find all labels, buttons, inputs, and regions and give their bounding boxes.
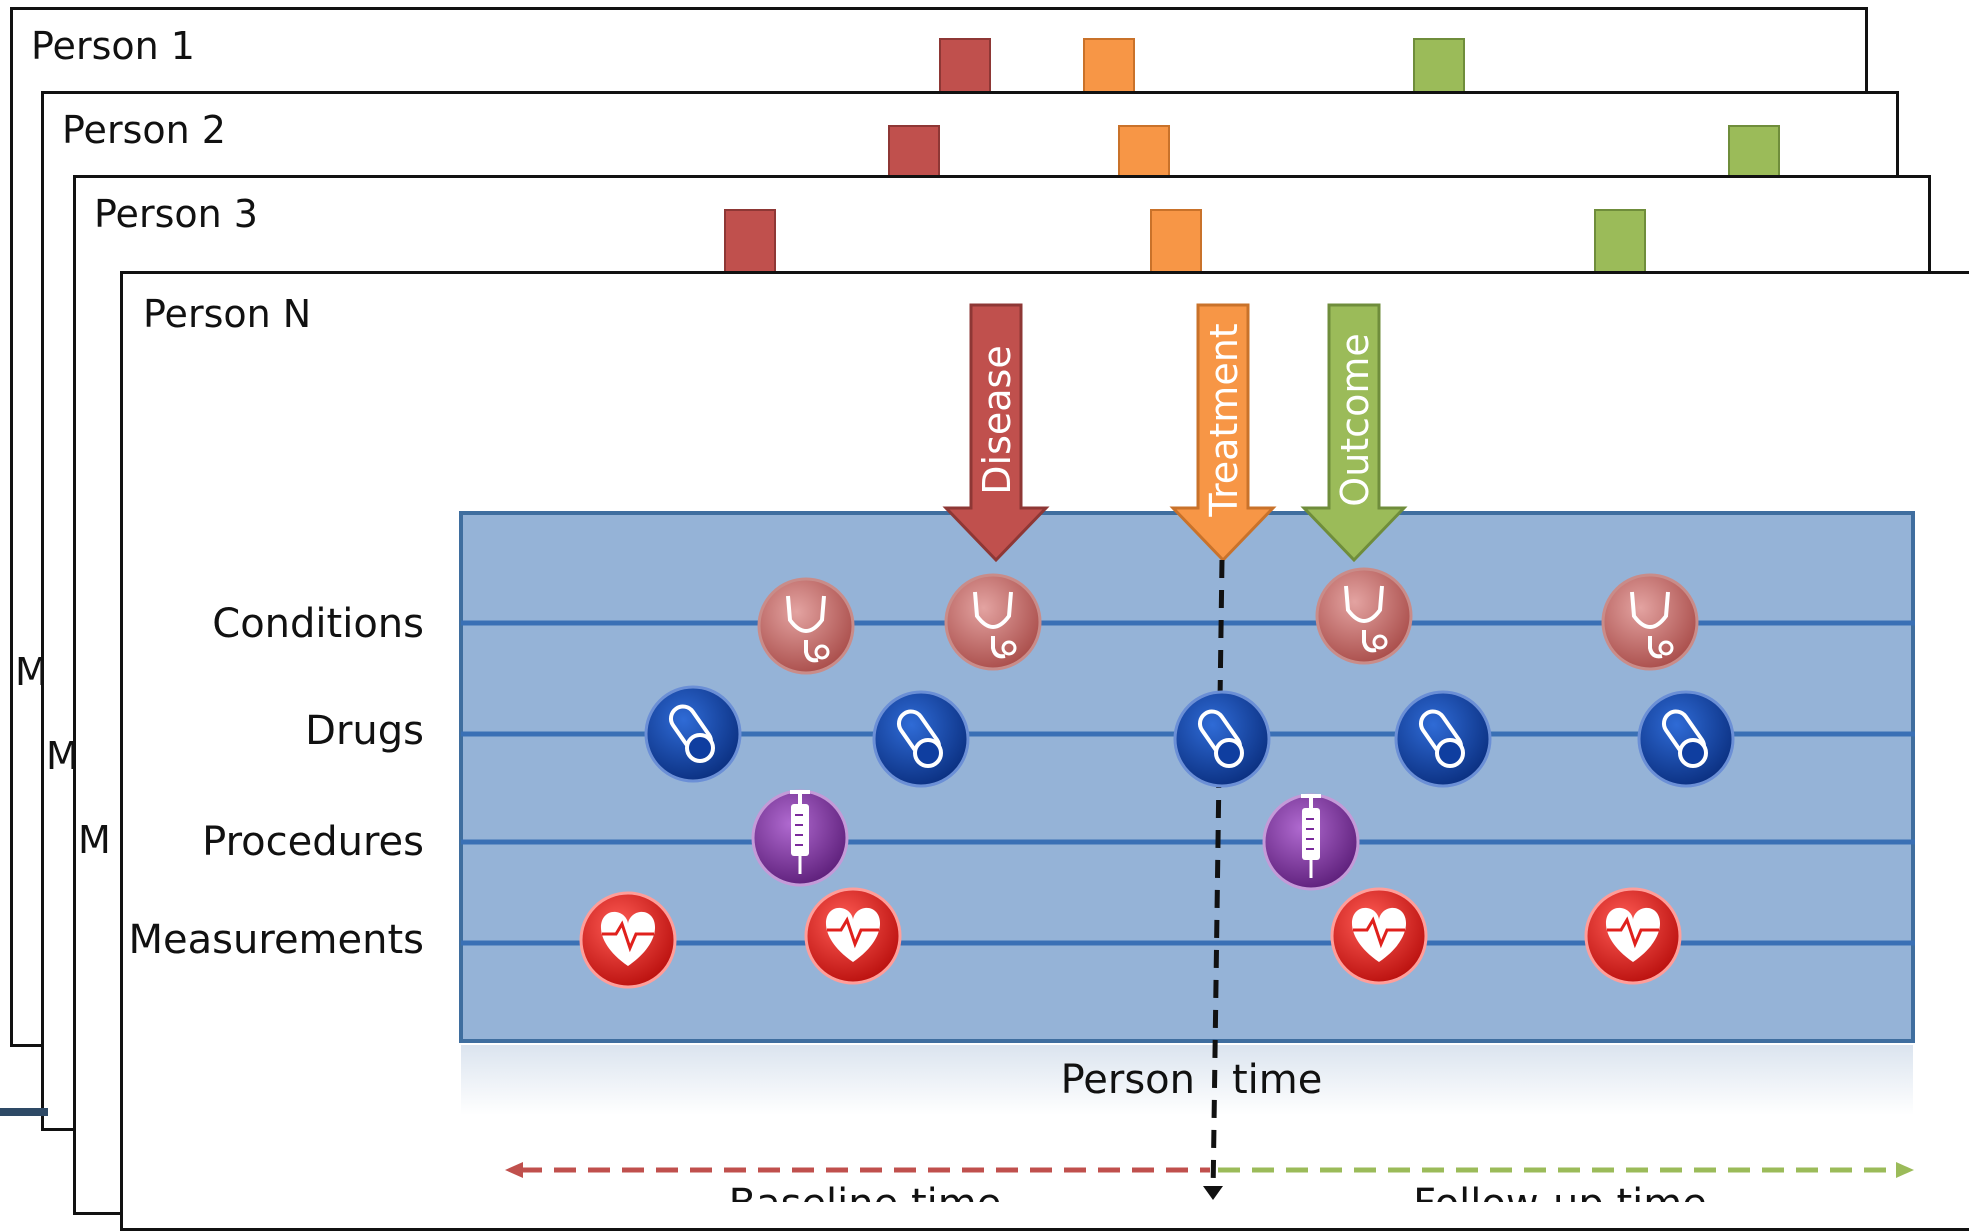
axis-label-right: time	[1232, 1057, 1322, 1103]
row-label-fragment: M	[78, 818, 111, 862]
pill-icon	[1173, 690, 1271, 788]
pill-icon	[1394, 690, 1492, 788]
pill-icon	[872, 690, 970, 788]
timeline-reflection	[461, 1045, 1913, 1115]
syringe-icon	[1262, 793, 1360, 891]
person-card-title: Person N	[143, 292, 312, 336]
followup-time-label: Follow-up time	[1413, 1181, 1707, 1202]
index-date-arrowhead	[1203, 1186, 1223, 1200]
row-label-measurements: Measurements	[129, 917, 424, 963]
stethoscope-icon	[944, 573, 1042, 671]
pill-icon	[644, 685, 742, 783]
row-label-procedures: Procedures	[202, 819, 424, 865]
heart-icon	[1584, 887, 1682, 985]
outcome-arrow: Outcome	[1300, 303, 1408, 563]
index-date-line	[1210, 559, 1225, 1196]
disease-label: Disease	[975, 345, 1019, 494]
outcome-label: Outcome	[1333, 333, 1377, 506]
syringe-icon	[751, 789, 849, 887]
followup-arrowhead	[1896, 1162, 1914, 1178]
treatment-stub	[1150, 209, 1202, 278]
person-card-title: Person 1	[31, 24, 195, 68]
stethoscope-icon	[1601, 573, 1699, 671]
baseline-arrowhead	[505, 1162, 523, 1178]
stethoscope-icon	[757, 577, 855, 675]
axis-label-left: Person	[1061, 1057, 1195, 1103]
heart-icon	[579, 891, 677, 989]
row-label-conditions: Conditions	[212, 601, 424, 647]
pill-icon	[1637, 690, 1735, 788]
person-card-title: Person 2	[62, 108, 226, 152]
heart-icon	[804, 887, 902, 985]
disease-stub	[724, 209, 776, 278]
treatment-label: Treatment	[1202, 323, 1246, 517]
timeline-diagram: Conditions Drugs Procedures Measurements…	[0, 303, 1915, 1202]
row-label-drugs: Drugs	[305, 708, 424, 754]
outcome-stub	[1594, 209, 1646, 278]
heart-icon	[1330, 887, 1428, 985]
baseline-time-label: Baseline time	[729, 1181, 1002, 1202]
treatment-arrow: Treatment	[1169, 303, 1277, 563]
stethoscope-icon	[1315, 567, 1413, 665]
person-card-title: Person 3	[94, 192, 258, 236]
disease-arrow: Disease	[942, 303, 1050, 563]
